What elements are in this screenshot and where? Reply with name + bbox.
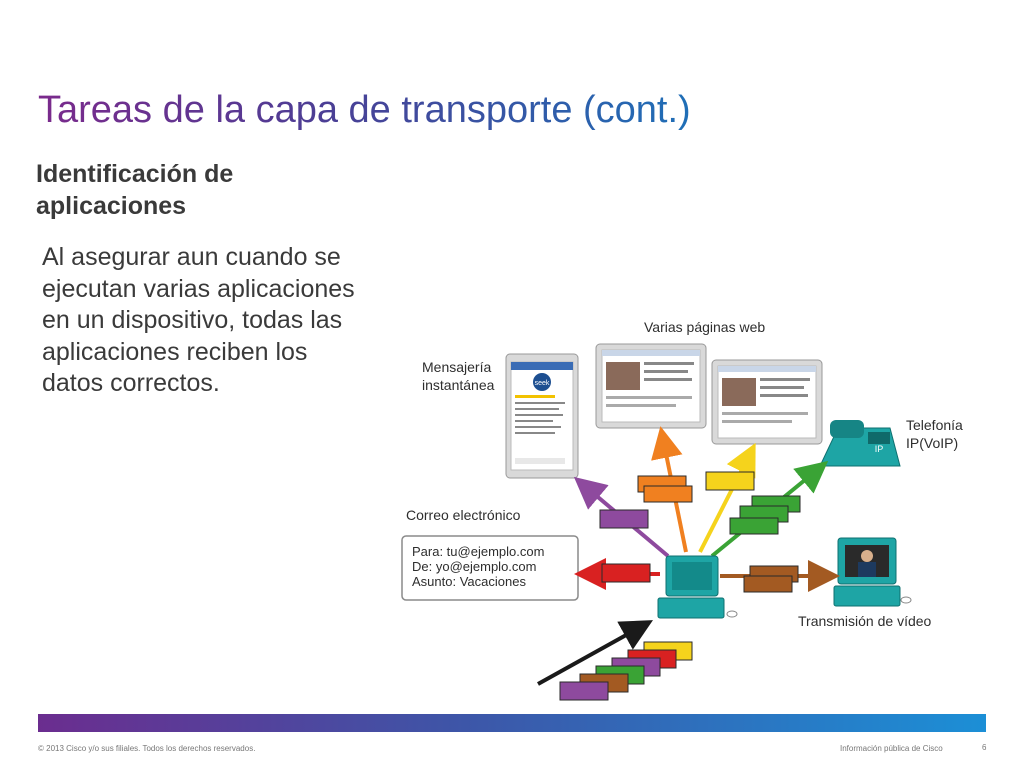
- segment-yellow: [705, 471, 755, 491]
- web-page-screen-2: [711, 359, 823, 445]
- label-instant-messaging: Mensajería: [422, 359, 491, 375]
- segment-red: [601, 563, 651, 583]
- segment-green-3: [729, 517, 779, 535]
- page-number: 6: [982, 743, 987, 752]
- segment-brown-2: [743, 575, 793, 593]
- footer-gradient-bar: [38, 714, 986, 732]
- label-email: Correo electrónico: [406, 507, 521, 523]
- segment-orange-2: [643, 485, 693, 503]
- im-logo: seek: [535, 380, 550, 387]
- email-from: De: yo@ejemplo.com: [412, 559, 536, 574]
- label-voip: Telefonía: [906, 417, 963, 433]
- label-web-pages: Varias páginas web: [644, 319, 765, 335]
- footer-classification: Información pública de Cisco: [840, 744, 943, 753]
- slide-title: Tareas de la capa de transporte (cont.): [38, 86, 691, 134]
- footer-copyright: © 2013 Cisco y/o sus filiales. Todos los…: [38, 744, 256, 753]
- application-identification-diagram: seek IP: [401, 319, 963, 701]
- email-subject: Asunto: Vacaciones: [412, 574, 526, 589]
- label-voip-2: IP(VoIP): [906, 435, 958, 451]
- incoming-data-arrow: [537, 620, 653, 686]
- instant-messaging-screen: seek: [505, 353, 579, 479]
- segment-purple: [599, 509, 649, 529]
- label-video: Transmisión de vídeo: [798, 613, 932, 629]
- slide-body-text: Al asegurar aun cuando se ejecutan varia…: [42, 243, 355, 397]
- label-instant-messaging-2: instantánea: [422, 377, 495, 393]
- slide-subtitle: Identificación de aplicaciones: [36, 160, 234, 220]
- central-computer-icon: [657, 555, 738, 619]
- email-box: Para: tu@ejemplo.com De: yo@ejemplo.com …: [401, 535, 579, 601]
- email-to: Para: tu@ejemplo.com: [412, 544, 544, 559]
- ip-phone-icon: IP: [819, 420, 901, 467]
- phone-badge: IP: [875, 444, 884, 454]
- arrow-to-web-2: [698, 442, 756, 553]
- incoming-segment-purple-2: [559, 681, 609, 701]
- web-page-screen-1: [595, 343, 707, 429]
- video-screen-icon: [833, 537, 912, 607]
